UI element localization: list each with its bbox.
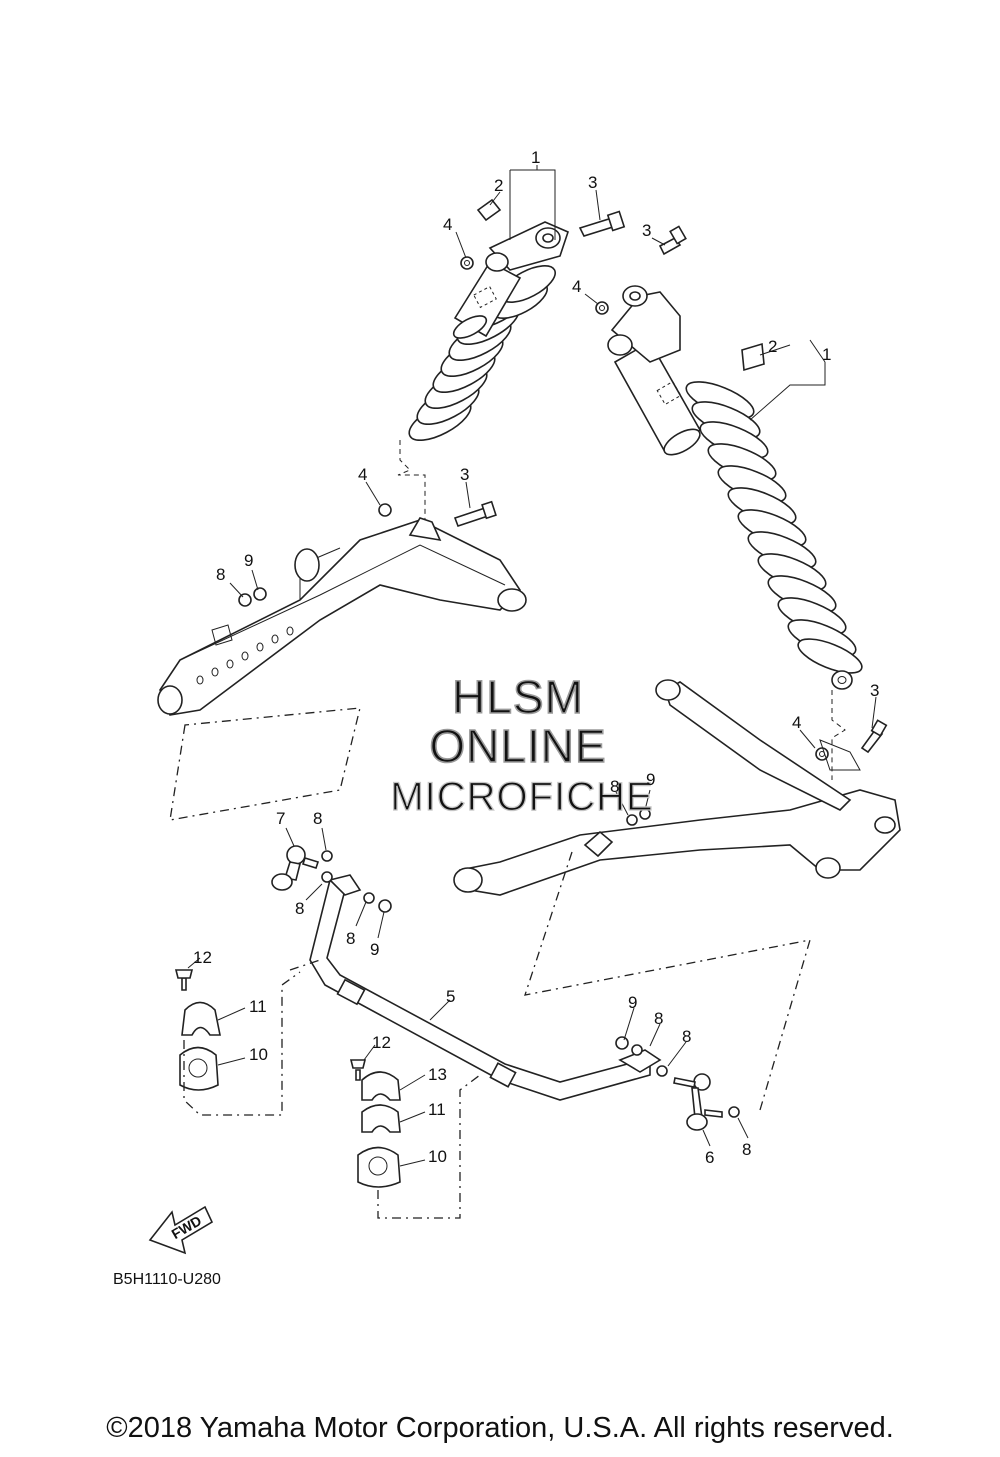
fwd-arrow: FWD — [148, 1205, 214, 1255]
clamp-set-left — [174, 969, 301, 1116]
callout-8: 8 — [313, 809, 322, 828]
copyright-notice: ©2018 Yamaha Motor Corporation, U.S.A. A… — [106, 1412, 894, 1444]
callout-4: 4 — [792, 713, 801, 732]
callout-4: 4 — [443, 215, 452, 234]
callout-10: 10 — [428, 1147, 447, 1166]
watermark: HLSM ONLINE MICROFICHE — [390, 670, 654, 819]
callout-8: 8 — [742, 1140, 751, 1159]
callout-12: 12 — [193, 948, 212, 967]
watermark-line-1: HLSM — [452, 671, 584, 723]
callout-3: 3 — [460, 465, 469, 484]
callout-3: 3 — [642, 221, 651, 240]
callout-11: 11 — [249, 997, 267, 1016]
callout-7: 7 — [276, 809, 285, 828]
right-shock-fasteners — [595, 301, 888, 761]
callout-8: 8 — [654, 1009, 663, 1028]
callout-9: 9 — [628, 993, 637, 1012]
watermark-line-2: ONLINE — [429, 720, 606, 772]
callout-2: 2 — [768, 337, 777, 356]
clamp-set-right — [349, 1059, 481, 1219]
stabilizer-link-right — [615, 1036, 740, 1131]
callout-8: 8 — [610, 777, 619, 796]
callout-4: 4 — [358, 465, 367, 484]
callout-13: 13 — [428, 1065, 447, 1084]
right-shock-absorber — [607, 285, 863, 780]
watermark-line-3: MICROFICHE — [390, 775, 653, 819]
callout-4: 4 — [572, 277, 581, 296]
callout-6: 6 — [705, 1148, 714, 1167]
callout-8: 8 — [295, 899, 304, 918]
callout-9: 9 — [646, 770, 655, 789]
assembly-guide-lines — [169, 707, 811, 1111]
callout-10: 10 — [249, 1045, 268, 1064]
callout-3: 3 — [588, 173, 597, 192]
callout-8: 8 — [682, 1027, 691, 1046]
left-shock-absorber — [397, 198, 569, 520]
callout-2: 2 — [494, 176, 503, 195]
callout-5: 5 — [446, 987, 455, 1006]
right-swing-arm — [453, 679, 901, 896]
callout-11: 11 — [428, 1100, 446, 1119]
diagram-code: B5H1110-U280 — [113, 1271, 221, 1288]
left-swing-arm — [157, 500, 527, 716]
leader-lines — [187, 165, 877, 1167]
callout-8: 8 — [216, 565, 225, 584]
callout-1: 1 — [531, 148, 540, 167]
callout-3: 3 — [870, 681, 879, 700]
callout-9: 9 — [244, 551, 253, 570]
left-shock-fasteners — [460, 210, 687, 270]
callout-8: 8 — [346, 929, 355, 948]
callout-9: 9 — [370, 940, 379, 959]
callouts: 1 2 3 4 3 4 2 1 4 3 8 9 3 4 8 9 7 8 8 8 … — [193, 148, 879, 1167]
callout-1: 1 — [822, 345, 831, 364]
stabilizer-link-left — [271, 845, 392, 913]
callout-12: 12 — [372, 1033, 391, 1052]
